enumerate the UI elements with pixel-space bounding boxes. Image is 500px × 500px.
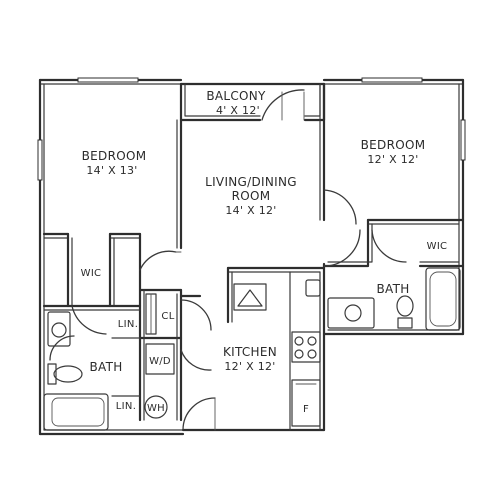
kitchen-fixtures	[233, 271, 321, 431]
bath-left-label: BATH	[89, 360, 122, 374]
bedroom-left-dimensions: 14' X 13'	[86, 164, 137, 177]
wic-right-label: WIC	[427, 241, 448, 252]
exterior-walls	[38, 78, 465, 436]
interior-walls	[42, 82, 465, 422]
kitchen-label: KITCHEN	[223, 345, 277, 359]
kitchen-dimensions: 12' X 12'	[224, 360, 275, 373]
linen-upper-label: LIN.	[118, 319, 138, 330]
balcony-dimensions: 4' X 12'	[216, 104, 260, 117]
water-heater-label: WH	[147, 403, 165, 414]
linen-lower-label: LIN.	[116, 401, 136, 412]
closet-fixtures	[144, 293, 175, 419]
bedroom-left-label: BEDROOM	[82, 149, 147, 163]
fridge-label: F	[303, 404, 309, 415]
washer-dryer-label: W/D	[149, 356, 171, 367]
living-dimensions: 14' X 12'	[225, 204, 276, 217]
balcony-door[interactable]	[261, 89, 305, 121]
interior-doors[interactable]	[49, 189, 407, 431]
wic-left-label: WIC	[81, 268, 102, 279]
bedroom-right-label: BEDROOM	[361, 138, 426, 152]
living-label-line2: ROOM	[232, 189, 271, 203]
bath-right-label: BATH	[376, 282, 409, 296]
balcony-label: BALCONY	[206, 89, 266, 103]
left-bath-fixtures	[43, 311, 109, 431]
right-bath-fixtures	[327, 267, 461, 331]
living-label-line1: LIVING/DINING	[205, 175, 297, 189]
closet-label: CL	[161, 311, 174, 322]
windows	[37, 77, 466, 181]
bedroom-right-dimensions: 12' X 12'	[367, 153, 418, 166]
